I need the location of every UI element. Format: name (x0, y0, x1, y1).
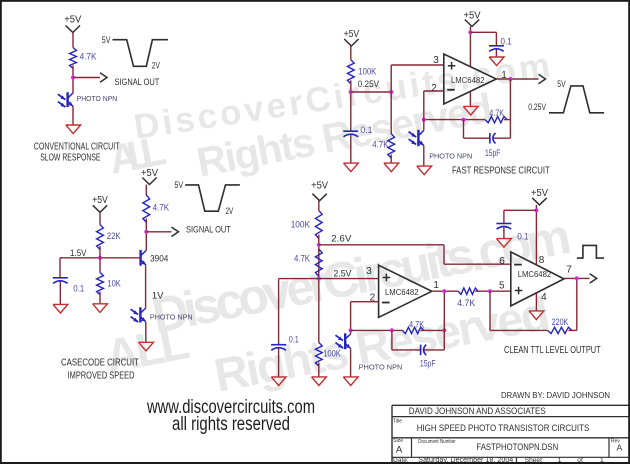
svg-text:SIGNAL OUT: SIGNAL OUT (186, 224, 231, 234)
svg-text:3: 3 (433, 55, 439, 66)
svg-text:3904: 3904 (150, 253, 168, 264)
svg-text:Saturday, December 18, 2004: Saturday, December 18, 2004 (418, 457, 513, 464)
svg-text:1.5V: 1.5V (70, 248, 87, 259)
svg-text:DAVID JOHNSON AND ASSOCIATES: DAVID JOHNSON AND ASSOCIATES (409, 406, 546, 417)
svg-text:0.1: 0.1 (501, 37, 512, 48)
svg-text:8: 8 (539, 255, 545, 266)
svg-text:HIGH SPEED PHOTO TRANSISTOR CI: HIGH SPEED PHOTO TRANSISTOR CIRCUITS (417, 423, 590, 434)
svg-text:+5V: +5V (311, 181, 328, 192)
svg-text:220K: 220K (552, 317, 569, 328)
svg-text:+5V: +5V (531, 188, 548, 199)
svg-text:FASTPHOTONPN.DSN: FASTPHOTONPN.DSN (476, 441, 558, 452)
svg-text:7: 7 (566, 265, 572, 276)
svg-text:2.5V: 2.5V (334, 269, 353, 280)
svg-text:Document Number: Document Number (418, 439, 456, 445)
svg-text:1: 1 (433, 280, 439, 291)
svg-text:1: 1 (600, 457, 604, 464)
svg-text:1: 1 (558, 457, 562, 464)
svg-text:100K: 100K (323, 349, 341, 360)
svg-text:5V: 5V (174, 180, 183, 190)
svg-text:3: 3 (366, 266, 372, 277)
svg-text:LMC6482: LMC6482 (451, 75, 485, 85)
svg-text:of: of (577, 457, 583, 464)
svg-text:4.7K: 4.7K (372, 140, 389, 151)
svg-text:0.1: 0.1 (73, 283, 84, 294)
svg-text:CASECODE CIRCUIT: CASECODE CIRCUIT (61, 358, 139, 369)
svg-text:15pF: 15pF (420, 359, 436, 370)
svg-text:22K: 22K (107, 231, 121, 242)
svg-text:all rights reserved: all rights reserved (172, 414, 290, 435)
svg-text:0.25V: 0.25V (358, 79, 380, 90)
svg-text:DRAWN BY: DAVID JOHNSON: DRAWN BY: DAVID JOHNSON (501, 390, 610, 400)
svg-text:2.6V: 2.6V (331, 233, 352, 244)
svg-text:+5V: +5V (92, 195, 108, 206)
svg-text:10K: 10K (107, 278, 121, 289)
svg-text:SIGNAL OUT: SIGNAL OUT (115, 77, 160, 87)
svg-text:ALL: ALL (105, 127, 170, 183)
svg-text:+5V: +5V (344, 29, 360, 40)
svg-text:5: 5 (499, 281, 505, 292)
svg-text:A: A (617, 442, 623, 452)
svg-text:0.25V: 0.25V (528, 102, 546, 112)
svg-text:+5V: +5V (64, 15, 81, 26)
svg-text:PHOTO NPN: PHOTO NPN (77, 94, 118, 103)
svg-text:SLOW RESPONSE: SLOW RESPONSE (40, 152, 101, 163)
svg-text:IMPROVED SPEED: IMPROVED SPEED (68, 371, 135, 382)
svg-text:Date:: Date: (393, 457, 409, 464)
svg-text:5V: 5V (557, 79, 565, 89)
svg-text:4.7K: 4.7K (489, 108, 504, 119)
svg-text:0.1: 0.1 (517, 231, 528, 242)
svg-text:4.7K: 4.7K (294, 254, 311, 265)
svg-text:1: 1 (501, 70, 507, 81)
svg-text:4.7K: 4.7K (409, 319, 425, 330)
svg-text:2V: 2V (152, 61, 160, 71)
svg-text:4.7K: 4.7K (457, 298, 476, 309)
svg-text:LMC6482: LMC6482 (385, 287, 419, 297)
svg-text:100K: 100K (291, 220, 311, 231)
svg-text:PHOTO NPN: PHOTO NPN (150, 313, 193, 322)
svg-text:www.discovercircuits.com: www.discovercircuits.com (146, 397, 315, 418)
svg-text:2: 2 (431, 83, 437, 94)
svg-text:4.7K: 4.7K (80, 51, 97, 62)
svg-text:4: 4 (541, 292, 547, 303)
svg-text:Size: Size (393, 438, 403, 444)
svg-text:PHOTO NPN: PHOTO NPN (359, 363, 403, 372)
svg-text:15pF: 15pF (485, 148, 500, 159)
svg-text:1V: 1V (152, 291, 164, 302)
svg-text:4.7K: 4.7K (153, 202, 170, 213)
svg-text:CLEAN TTL LEVEL OUTPUT: CLEAN TTL LEVEL OUTPUT (504, 345, 601, 356)
svg-text:2: 2 (370, 293, 376, 304)
svg-text:PHOTO NPN: PHOTO NPN (429, 151, 472, 160)
svg-text:+5V: +5V (464, 10, 481, 21)
svg-text:+5V: +5V (141, 168, 158, 179)
svg-text:Title: Title (393, 418, 402, 424)
svg-text:100K: 100K (358, 67, 377, 78)
svg-text:CONVENTIONAL CIRCUIT: CONVENTIONAL CIRCUIT (34, 141, 120, 152)
svg-text:FAST RESPONSE CIRCUIT: FAST RESPONSE CIRCUIT (452, 166, 550, 177)
svg-text:Sheet: Sheet (525, 457, 542, 464)
svg-text:6: 6 (499, 256, 505, 267)
svg-text:A: A (396, 444, 403, 455)
svg-text:5V: 5V (102, 35, 111, 45)
svg-text:2V: 2V (226, 206, 234, 216)
svg-text:0.1: 0.1 (289, 335, 299, 346)
svg-text:Rev: Rev (611, 438, 620, 444)
svg-text:LMC6482: LMC6482 (518, 269, 552, 279)
svg-text:0.1: 0.1 (360, 125, 372, 136)
